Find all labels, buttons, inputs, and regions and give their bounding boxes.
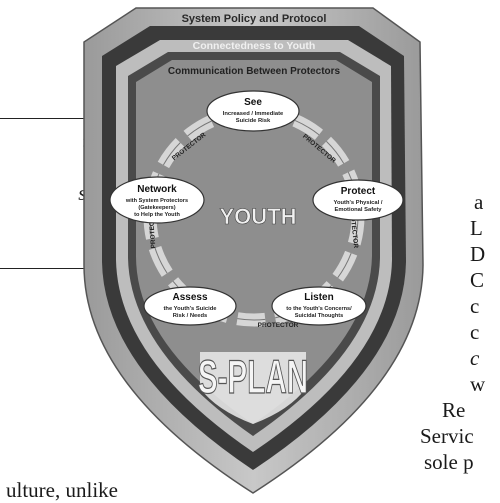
node-network-line1: with System Protectors [125,198,188,204]
ring-label-right: PROTECTOR [348,207,359,249]
node-see-title: See [244,97,262,108]
node-network-title: Network [137,184,177,195]
node-protect-line1: Youth's Physical / [334,200,383,206]
right-text-line: w [470,372,486,396]
node-see-line2: Suicide Risk [236,118,271,124]
node-network: Network with System Protectors (Gatekeep… [109,176,205,224]
left-rule-bottom [0,268,112,269]
center-youth-label: YOUTH [220,204,297,229]
node-assess: Assess the Youth's Suicide Risk / Needs [143,286,237,326]
node-protect-line2: Emotional Safety [334,207,382,213]
band-label-policy: System Policy and Protocol [182,13,327,25]
right-text-line: c [470,294,480,318]
band-label-communication: Communication Between Protectors [168,66,341,77]
shield-inner-field [136,60,372,424]
node-listen-line2: Suicidal Thoughts [295,313,343,319]
band-label-connectedness: Connectedness to Youth [193,40,316,52]
node-see: See Increased / Immediate Suicide Risk [206,90,300,132]
right-text-line: D [470,242,486,266]
splan-logo-text: S-PLAN [198,351,308,404]
node-see-line1: Increased / Immediate [223,111,284,117]
node-assess-line2: Risk / Needs [173,313,207,319]
node-network-line2: (Gatekeepers) [138,205,175,211]
node-assess-line1: the Youth's Suicide [163,306,217,312]
node-protect: Protect Youth's Physical / Emotional Saf… [312,179,404,221]
splan-plaque [200,352,306,424]
right-text-line: Re [442,398,466,422]
right-text-line: c [470,346,480,370]
ring-label-left: PROTECTOR [148,207,158,248]
node-protect-title: Protect [341,186,376,197]
node-network-line3: to Help the Youth [134,212,180,218]
right-text-line: c [470,320,480,344]
node-listen: Listen to the Youth's Concerns/ Suicidal… [271,286,367,326]
node-assess-title: Assess [172,292,207,303]
right-text-line: Servic [420,424,474,448]
left-rule-top [0,118,112,119]
node-listen-title: Listen [304,292,333,303]
ring-label-bottom: PROTECTOR [258,322,299,329]
right-text-line: C [470,268,485,292]
right-text-line: L [470,216,483,240]
right-text-line: sole p [424,450,474,474]
node-listen-line1: to the Youth's Concerns/ [286,306,352,312]
right-text-line: a [474,190,484,214]
